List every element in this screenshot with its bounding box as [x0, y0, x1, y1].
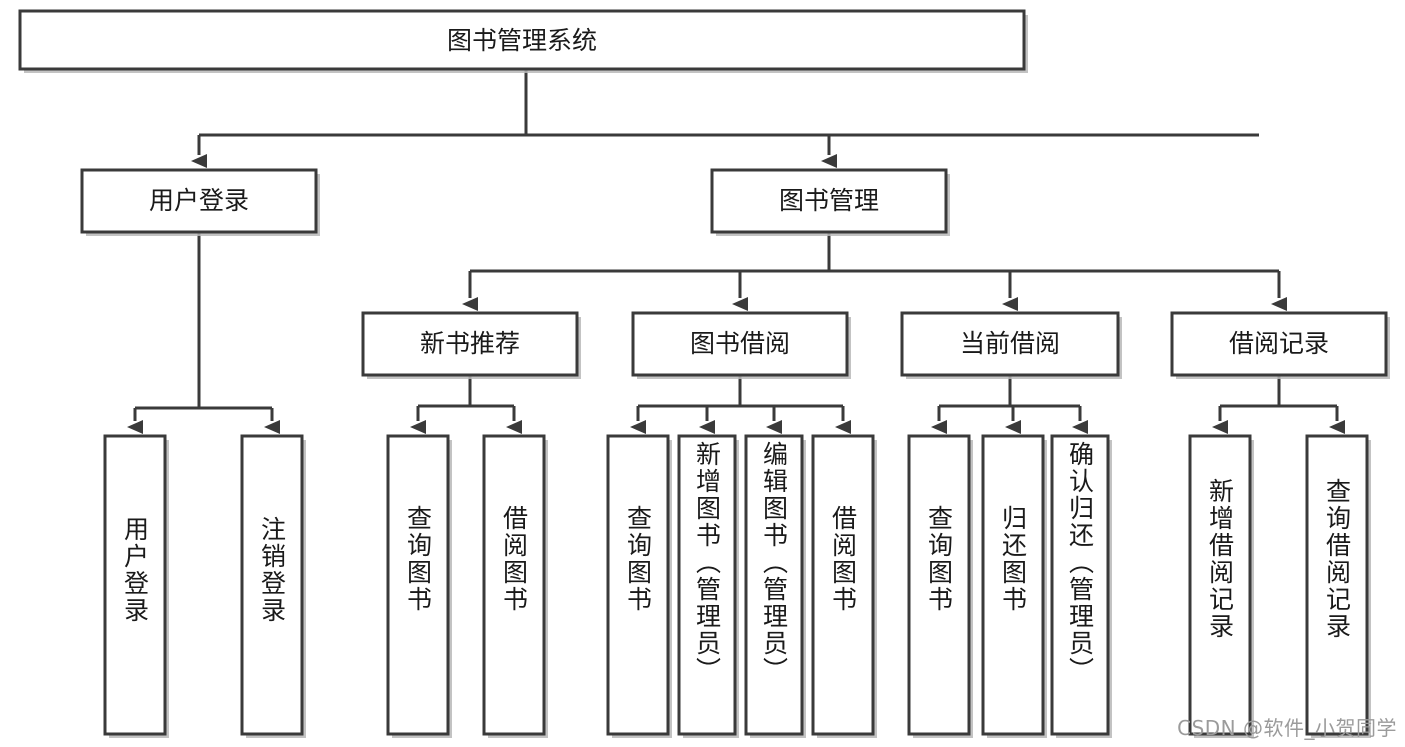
node-root[interactable]: 图书管理系统 — [18, 9, 1028, 73]
node-borrow-records-label: 借阅记录 — [1229, 329, 1329, 358]
leaf-user-logout[interactable] — [240, 434, 306, 738]
leaf-current-confirm-return-admin-box[interactable] — [1050, 434, 1110, 736]
node-book-management-label: 图书管理 — [779, 186, 879, 215]
node-root-label: 图书管理系统 — [447, 26, 597, 55]
edge-group-user-login-to-leaves — [127, 232, 280, 434]
leaf-user-login[interactable] — [103, 434, 169, 738]
edge-group-records-to-leaves — [1212, 375, 1345, 434]
leaf-records-query-record[interactable] — [1305, 434, 1371, 738]
leaf-current-query-book-box[interactable] — [907, 434, 971, 736]
node-book-borrow[interactable]: 图书借阅 — [631, 311, 851, 379]
leaf-borrow-query-book-box[interactable] — [606, 434, 670, 736]
leaf-user-logout-box[interactable] — [240, 434, 304, 736]
edge-group-book-management-to-level3 — [462, 232, 1287, 311]
node-book-borrow-box[interactable] — [631, 311, 849, 377]
leaf-borrow-borrow-book-box[interactable] — [811, 434, 875, 736]
leaf-recommend-query-book-box[interactable] — [386, 434, 450, 736]
node-borrow-records[interactable]: 借阅记录 — [1170, 311, 1390, 379]
node-current-borrow-label: 当前借阅 — [960, 329, 1060, 358]
leaf-borrow-query-book[interactable] — [606, 434, 672, 738]
edge-group-current-to-leaves — [931, 375, 1088, 434]
leaf-current-query-book[interactable] — [907, 434, 973, 738]
leaf-records-add-record-box[interactable] — [1188, 434, 1252, 736]
node-new-book-recommend-label: 新书推荐 — [420, 329, 520, 358]
leaf-user-login-box[interactable] — [103, 434, 167, 736]
node-new-book-recommend[interactable]: 新书推荐 — [361, 311, 581, 379]
edge-group-recommend-to-leaves — [410, 375, 522, 434]
leaf-borrow-edit-book-admin[interactable] — [744, 434, 806, 738]
edge-group-root-to-level2 — [191, 69, 1259, 168]
leaf-records-query-record-box[interactable] — [1305, 434, 1369, 736]
leaf-borrow-edit-book-admin-box[interactable] — [744, 434, 804, 736]
leaf-borrow-borrow-book[interactable] — [811, 434, 877, 738]
node-borrow-records-box[interactable] — [1170, 311, 1388, 377]
node-current-borrow-box[interactable] — [900, 311, 1120, 377]
node-user-login[interactable]: 用户登录 — [80, 168, 320, 236]
node-book-borrow-label: 图书借阅 — [690, 329, 790, 358]
watermark-text: CSDN @软件_小贺同学 — [1177, 716, 1397, 740]
leaf-recommend-borrow-book-box[interactable] — [482, 434, 546, 736]
leaf-borrow-add-book-admin[interactable] — [677, 434, 739, 738]
leaf-recommend-query-book[interactable] — [386, 434, 452, 738]
node-new-book-recommend-box[interactable] — [361, 311, 579, 377]
leaf-current-confirm-return-admin[interactable] — [1050, 434, 1112, 738]
leaf-borrow-add-book-admin-box[interactable] — [677, 434, 737, 736]
leaf-current-return-book-box[interactable] — [981, 434, 1045, 736]
leaf-recommend-borrow-book[interactable] — [482, 434, 548, 738]
node-book-management-box[interactable] — [710, 168, 948, 234]
edge-group-borrow-to-leaves — [630, 375, 851, 434]
node-user-login-box[interactable] — [80, 168, 318, 234]
node-book-management[interactable]: 图书管理 — [710, 168, 950, 236]
leaf-current-return-book[interactable] — [981, 434, 1047, 738]
leaf-records-add-record[interactable] — [1188, 434, 1254, 738]
node-current-borrow[interactable]: 当前借阅 — [900, 311, 1122, 379]
node-root-box[interactable] — [18, 9, 1026, 71]
node-user-login-label: 用户登录 — [149, 186, 249, 215]
